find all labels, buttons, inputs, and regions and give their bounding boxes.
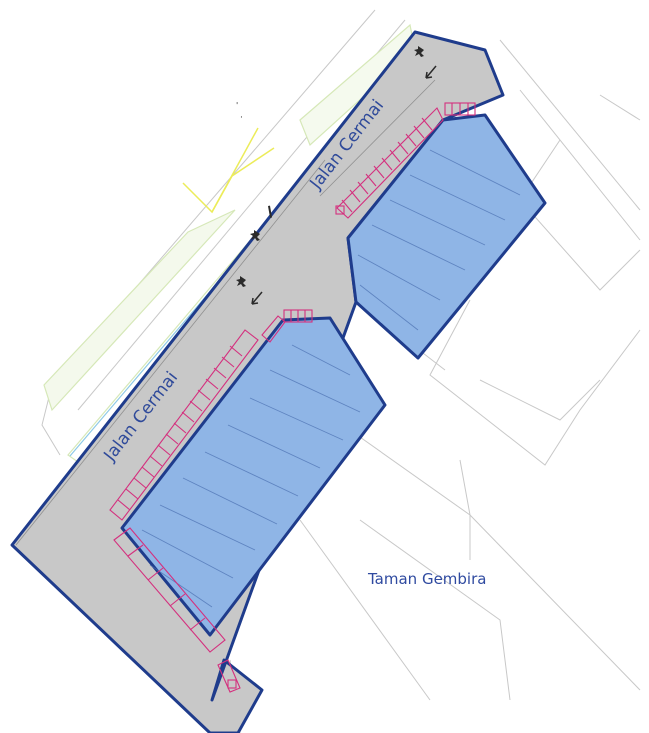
parking-block-lower bbox=[120, 316, 387, 637]
parking-stalls bbox=[109, 102, 476, 693]
parking-block-upper bbox=[346, 113, 547, 360]
green-belt bbox=[43, 23, 416, 463]
plane-icon bbox=[236, 46, 424, 287]
parking-bay-lines bbox=[141, 149, 521, 608]
pointer-lines bbox=[182, 127, 275, 214]
pointer-tick-2: ' bbox=[236, 101, 238, 110]
arrow-icon bbox=[251, 65, 437, 305]
area-label: Taman Gembira bbox=[367, 570, 486, 588]
lane-guides bbox=[15, 79, 436, 546]
pointer-tick: · bbox=[240, 113, 243, 123]
